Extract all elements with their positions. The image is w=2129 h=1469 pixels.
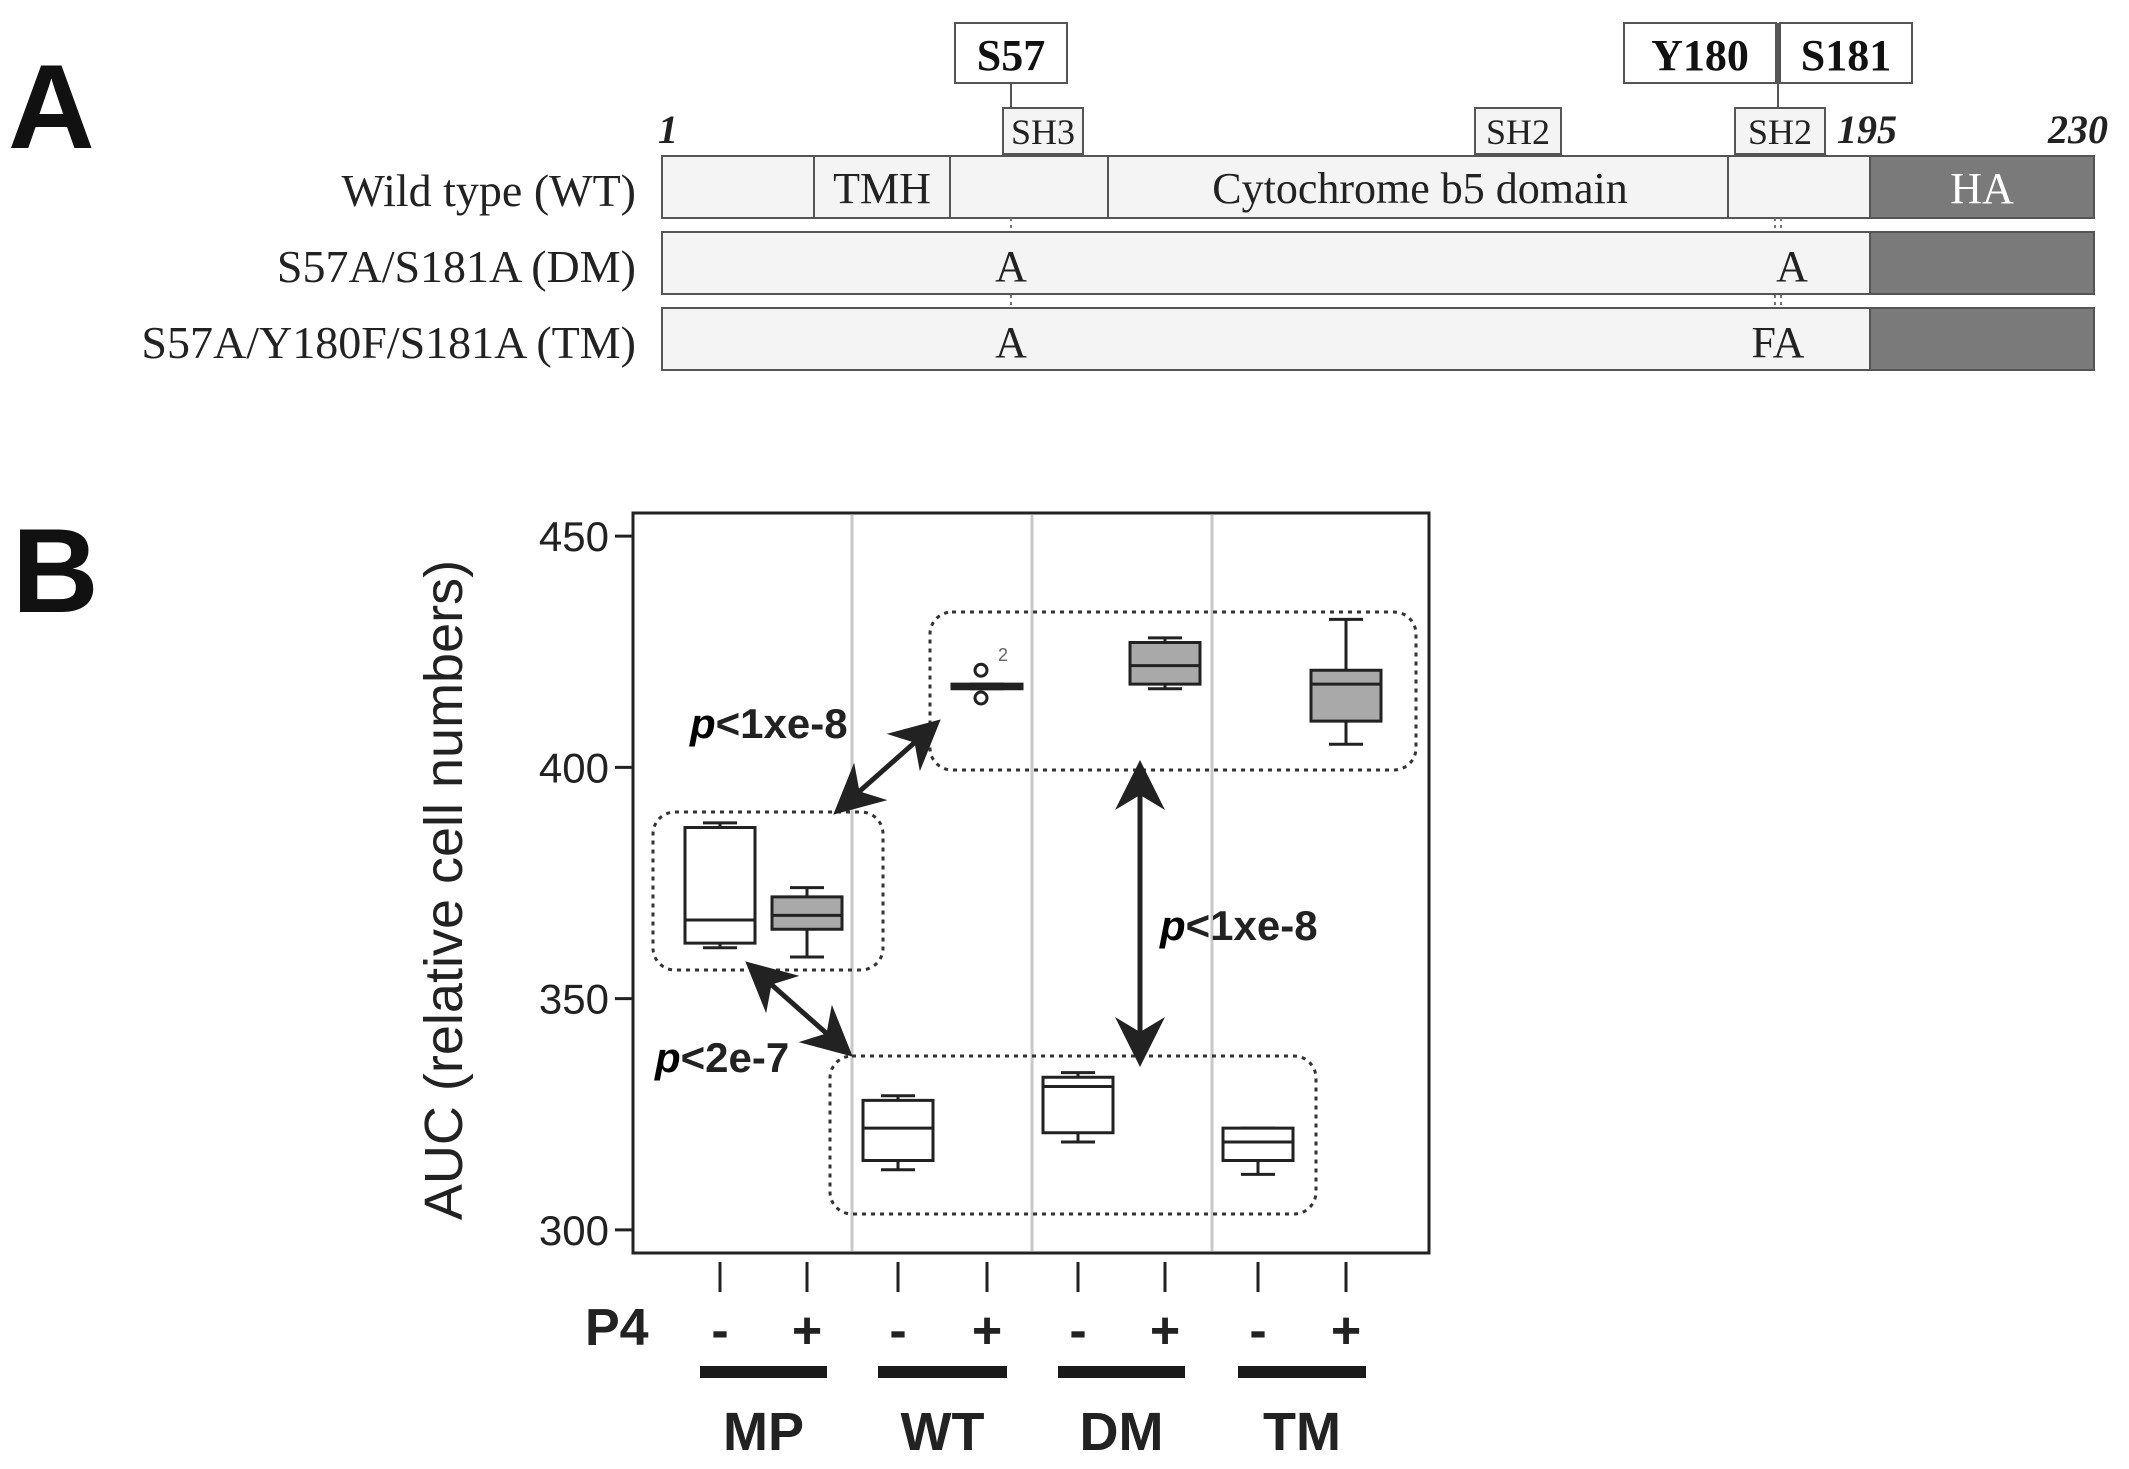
box-mp-minus (683, 821, 757, 950)
y-tick-label-300: 300 (539, 1207, 609, 1254)
group-name-dm: DM (1080, 1402, 1164, 1462)
box-plots (683, 617, 1383, 1176)
group-box-vehicle (828, 1054, 1318, 1216)
motif-sh2-mid-label: SH2 (1486, 112, 1550, 152)
site-y180-label: Y180 (1651, 31, 1749, 80)
box-wt-minus (861, 1094, 935, 1172)
ha-tag-box (1869, 155, 2095, 219)
box-dm-minus (1041, 1071, 1115, 1144)
group-bar-wt (878, 1366, 1007, 1378)
group-separators (850, 515, 1214, 1251)
group-bar-mp (700, 1366, 827, 1378)
group-bar-tm (1238, 1366, 1366, 1378)
treatment-signs: - + - + - + - + (711, 1302, 1361, 1360)
domain-tmh-label: TMH (833, 164, 931, 213)
sign-plus-tm: + (1331, 1302, 1361, 1360)
arrow-mp-to-vehicle (745, 961, 853, 1057)
box-wt-plus (950, 662, 1024, 706)
panel-a-letter: A (8, 40, 95, 174)
row-dm-mut-right: A (1776, 242, 1808, 291)
motif-sh2-right-label: SH2 (1748, 112, 1812, 152)
y-axis-label: AUC (relative cell numbers) (414, 560, 474, 1220)
group-bars: MP WT DM TM (700, 1366, 1366, 1462)
site-y180-box (1623, 22, 1777, 84)
motif-sh2-mid-box (1474, 107, 1562, 155)
row-dm-ha-box (1869, 231, 2095, 295)
site-s57-label: S57 (977, 31, 1045, 80)
outlier-point-2 (973, 662, 989, 678)
arrow-mp-to-treated (833, 719, 941, 815)
domain-cytb5-box (1107, 155, 1729, 219)
sign-minus-dm: - (1069, 1302, 1086, 1360)
site-s181-box (1779, 22, 1913, 84)
y-tick-label-400: 400 (539, 744, 609, 791)
motif-sh3-label: SH3 (1011, 112, 1075, 152)
box-mp-plus (770, 886, 844, 959)
sign-minus-wt: - (889, 1302, 906, 1360)
row-dm-bar (661, 231, 1871, 295)
row-tm-mut-right: FA (1752, 318, 1805, 367)
position-start: 1 (658, 107, 678, 152)
group-name-wt: WT (901, 1402, 985, 1462)
row-wt-label: Wild type (WT) (342, 165, 637, 216)
box-body (683, 826, 757, 945)
sign-minus-tm: - (1249, 1302, 1266, 1360)
domain-tmh-box (813, 155, 951, 219)
group-bar-dm (1058, 1366, 1185, 1378)
panel-b-letter: B (12, 504, 99, 638)
row-tm-mut-left: A (995, 318, 1027, 367)
pvalue-mp-vehicle: p<2e-7 (654, 1034, 789, 1081)
sign-plus-dm: + (1150, 1302, 1180, 1360)
box-body (861, 1098, 935, 1162)
row-dm-mut-left: A (995, 242, 1027, 291)
box-body (770, 895, 844, 931)
position-tag-start: 195 (1837, 107, 1897, 152)
box-tm-plus (1309, 617, 1383, 746)
box-body (1128, 641, 1202, 686)
group-box-p4-treated (928, 610, 1418, 772)
y-axis-ticks: 300 350 400 450 (539, 513, 633, 1254)
row-dm-label: S57A/S181A (DM) (277, 241, 636, 292)
x-category-ticks (718, 1262, 1348, 1292)
box-body (1221, 1126, 1295, 1162)
row-tm-label: S57A/Y180F/S181A (TM) (141, 317, 636, 368)
ha-tag-label: HA (1950, 164, 2014, 213)
box-tm-minus (1221, 1126, 1295, 1176)
box-dm-plus (1128, 636, 1202, 691)
row-tm-bar (661, 307, 1871, 371)
pvalue-treated-vehicle: p<1xe-8 (1159, 902, 1318, 949)
y-tick-label-450: 450 (539, 513, 609, 560)
group-name-tm: TM (1263, 1402, 1341, 1462)
outlier-label: 2 (998, 645, 1008, 665)
motif-sh2-right-box (1734, 107, 1826, 155)
site-s181-label: S181 (1801, 31, 1891, 80)
domain-cytb5-label: Cytochrome b5 domain (1212, 164, 1628, 213)
y-tick-label-350: 350 (539, 976, 609, 1023)
box-body (1309, 668, 1383, 723)
group-name-mp: MP (723, 1402, 804, 1462)
sign-plus-wt: + (972, 1302, 1002, 1360)
sign-minus-mp: - (711, 1302, 728, 1360)
treatment-label: P4 (585, 1299, 649, 1357)
motif-sh3-box (1002, 107, 1084, 155)
pvalue-mp-treated: p<1xe-8 (689, 700, 848, 747)
row-tm-ha-box (1869, 307, 2095, 371)
sign-plus-mp: + (792, 1302, 822, 1360)
position-end: 230 (2047, 107, 2108, 152)
site-s57-box (954, 22, 1068, 84)
outlier-point-1 (973, 690, 989, 706)
